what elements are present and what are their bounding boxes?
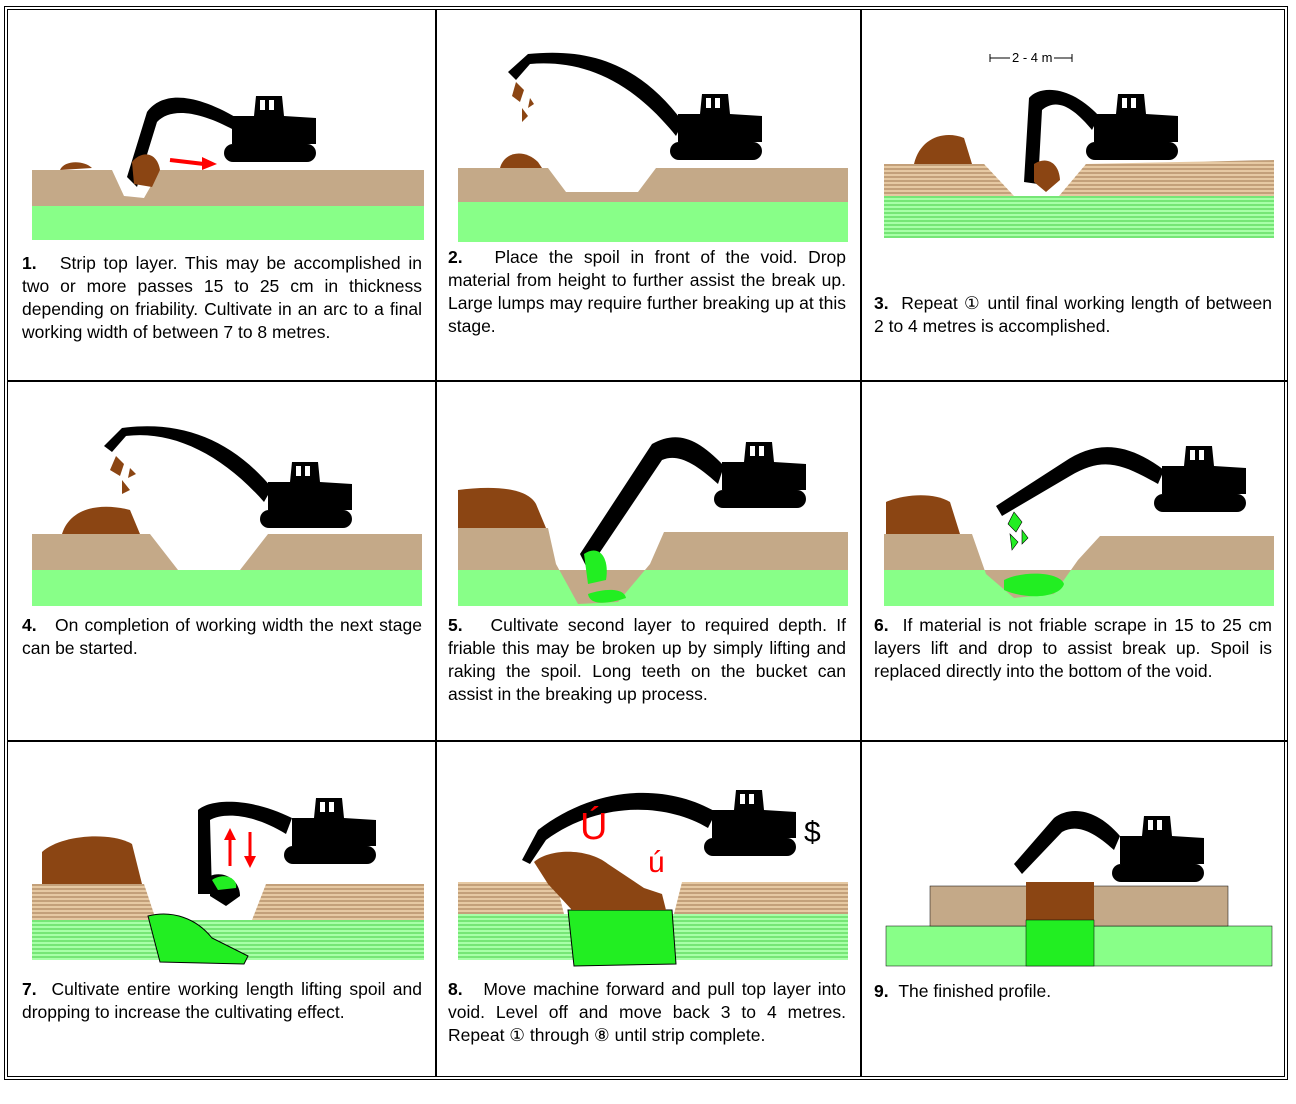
movement-marker-large: Ú	[580, 806, 607, 849]
step-8-caption: 8. Move machine forward and pull top lay…	[448, 978, 846, 1047]
subsoil-layer	[458, 202, 848, 242]
excavator-arm	[104, 426, 272, 502]
row-divider	[8, 380, 1288, 382]
step-7-panel: 7. Cultivate entire working length lifti…	[12, 744, 434, 1104]
step-1-panel: 1. Strip top layer. This may be accompli…	[12, 12, 434, 372]
movement-marker-small: ú	[648, 846, 665, 880]
spoil-heap	[886, 495, 960, 534]
excavator-arm	[996, 447, 1164, 516]
excavator	[1154, 446, 1246, 512]
excavator-arm	[1014, 811, 1120, 874]
bucket-spoil	[1034, 161, 1060, 192]
excavator	[704, 790, 796, 856]
excavator	[714, 442, 806, 508]
step-9-caption: 9. The finished profile.	[874, 980, 1272, 1003]
step-text: If material is not friable scrape in 15 …	[874, 615, 1272, 681]
excavator	[670, 94, 762, 160]
step-7-caption: 7. Cultivate entire working length lifti…	[22, 978, 422, 1024]
step-1-illustration	[12, 12, 434, 242]
step-6-caption: 6. If material is not friable scrape in …	[874, 614, 1272, 683]
falling-spoil	[1008, 512, 1028, 550]
step-text: Strip top layer. This may be accomplishe…	[22, 253, 422, 342]
step-2-caption: 2. Place the spoil in front of the void.…	[448, 246, 846, 338]
excavator	[1112, 816, 1204, 882]
column-divider	[860, 10, 862, 1076]
replaced-topsoil	[1026, 882, 1094, 920]
step-text: Repeat ① until final working length of b…	[874, 293, 1272, 336]
step-5-caption: 5. Cultivate second layer to required de…	[448, 614, 846, 706]
topsoil-layer	[458, 168, 848, 202]
step-number: 8.	[448, 979, 463, 999]
step-3-panel: 2 - 4 m 3. Repeat ① until final working …	[864, 12, 1286, 372]
spoil-heap	[62, 507, 140, 534]
subsoil-layer	[32, 570, 422, 606]
step-5-illustration	[438, 384, 860, 614]
step-2-illustration	[438, 12, 860, 242]
excavator	[1086, 94, 1178, 160]
step-number: 7.	[22, 979, 37, 999]
step-3-illustration	[864, 12, 1286, 242]
step-text: Place the spoil in front of the void. Dr…	[448, 247, 846, 336]
step-number: 9.	[874, 981, 889, 1001]
spoil-heap	[914, 135, 972, 164]
step-text: The finished profile.	[898, 981, 1051, 1001]
step-5-panel: 5. Cultivate second layer to required de…	[438, 384, 860, 744]
step-text: On completion of working width the next …	[22, 615, 422, 658]
subsoil-layer	[884, 196, 1274, 238]
subsoil-layer	[884, 570, 1274, 606]
excavator	[284, 798, 376, 864]
excavator	[224, 96, 316, 162]
step-9-illustration	[864, 744, 1286, 974]
subsoil-layer	[32, 206, 424, 240]
step-number: 2.	[448, 247, 463, 267]
step-3-caption: 3. Repeat ① until final working length o…	[874, 292, 1272, 338]
step-7-illustration	[12, 744, 434, 974]
step-9-panel: 9. The finished profile.	[864, 744, 1286, 1104]
spoil-heap	[60, 162, 92, 170]
step-number: 6.	[874, 615, 889, 635]
step-4-illustration	[12, 384, 434, 614]
spoil-heap	[42, 836, 142, 884]
step-2-panel: 2. Place the spoil in front of the void.…	[438, 12, 860, 372]
replaced-subsoil	[1026, 920, 1094, 966]
bucket-spoil	[584, 550, 607, 584]
spoil-heap	[500, 153, 542, 168]
step-number: 1.	[22, 253, 37, 273]
green-fill	[568, 910, 676, 966]
excavator-arm	[508, 53, 683, 136]
step-number: 3.	[874, 293, 889, 313]
excavator	[260, 462, 352, 528]
topsoil-layer	[884, 160, 1274, 196]
excavator-arm	[522, 793, 716, 864]
step-8-panel: Ú ú $ 8. Move machine forward and pull t…	[438, 744, 860, 1104]
direction-arrow	[170, 160, 204, 164]
dimension-label: 2 - 4 m	[1010, 50, 1054, 65]
step-1-caption: 1. Strip top layer. This may be accompli…	[22, 252, 422, 344]
step-number: 5.	[448, 615, 463, 635]
step-6-panel: 6. If material is not friable scrape in …	[864, 384, 1286, 744]
topsoil-layer	[32, 534, 422, 570]
column-divider	[435, 10, 437, 1076]
direction-symbol: $	[804, 816, 821, 850]
falling-spoil	[512, 82, 534, 122]
step-4-panel: 4. On completion of working width the ne…	[12, 384, 434, 744]
step-text: Cultivate second layer to required depth…	[448, 615, 846, 704]
falling-spoil	[110, 456, 136, 494]
step-text: Cultivate entire working length lifting …	[22, 979, 422, 1022]
step-number: 4.	[22, 615, 37, 635]
step-6-illustration	[864, 384, 1286, 614]
step-4-caption: 4. On completion of working width the ne…	[22, 614, 422, 660]
spoil-heap	[458, 488, 546, 528]
step-text: Move machine forward and pull top layer …	[448, 979, 846, 1045]
topsoil-layer	[32, 170, 424, 206]
arrow-head	[202, 157, 217, 170]
subsoil-layer	[458, 570, 848, 606]
